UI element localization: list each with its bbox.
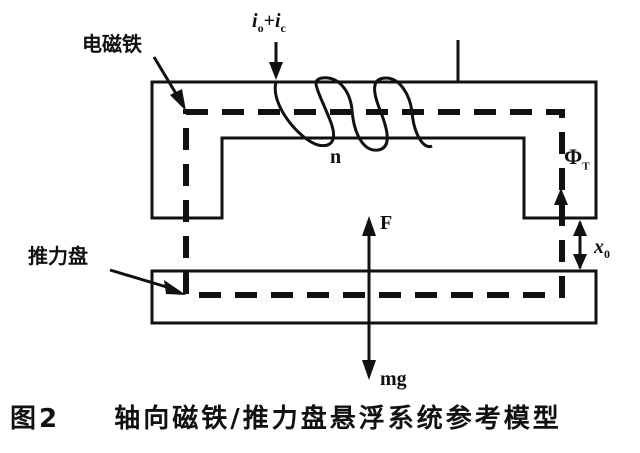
gap-symbol: x bbox=[594, 236, 604, 258]
gap-subscript: 0 bbox=[604, 247, 610, 261]
current-i-c: ic bbox=[274, 10, 286, 35]
current-arrow-icon bbox=[269, 62, 283, 80]
plus-sign: + bbox=[263, 10, 275, 32]
gravity-down-arrow-icon bbox=[362, 360, 376, 380]
current-c-symbol: i bbox=[274, 10, 281, 32]
thrust-disk-body bbox=[150, 269, 598, 325]
electromagnet-pointer-line bbox=[152, 56, 180, 98]
figure-number: 图2 bbox=[10, 404, 61, 434]
figure-title: 轴向磁铁/推力盘悬浮系统参考模型 bbox=[114, 404, 562, 434]
figure-caption: 图2 轴向磁铁/推力盘悬浮系统参考模型 bbox=[10, 398, 562, 435]
flux-subscript: T bbox=[582, 160, 590, 173]
coil bbox=[273, 76, 433, 152]
force-label: F bbox=[380, 212, 393, 234]
gravity-label: mg bbox=[380, 368, 407, 390]
current-i-symbol: i bbox=[252, 10, 258, 32]
coil-turns-label: n bbox=[330, 146, 342, 168]
force-up-arrow-icon bbox=[362, 216, 376, 236]
gap-down-arrow-icon bbox=[573, 254, 587, 270]
thrust-disk-pointer-icon bbox=[164, 280, 186, 295]
thrust-disk-pointer-line bbox=[109, 268, 171, 290]
thrust-disk-label: 推力盘 bbox=[28, 244, 88, 268]
flux-path bbox=[183, 109, 565, 298]
current-i-o: io bbox=[252, 10, 264, 35]
current-c-subscript: c bbox=[280, 21, 286, 35]
gap-up-arrow-icon bbox=[573, 220, 587, 236]
current-o-subscript: o bbox=[257, 21, 264, 35]
flux-label: ΦT bbox=[564, 144, 590, 172]
flux-symbol: Φ bbox=[564, 144, 583, 169]
electromagnet-body bbox=[150, 80, 598, 220]
electromagnet-pointer-icon bbox=[170, 89, 186, 111]
electromagnet-label: 电磁铁 bbox=[82, 32, 142, 56]
current-label: io+ic bbox=[252, 10, 286, 36]
gap-label: x0 bbox=[594, 236, 610, 262]
flux-arrow-icon bbox=[554, 188, 568, 205]
